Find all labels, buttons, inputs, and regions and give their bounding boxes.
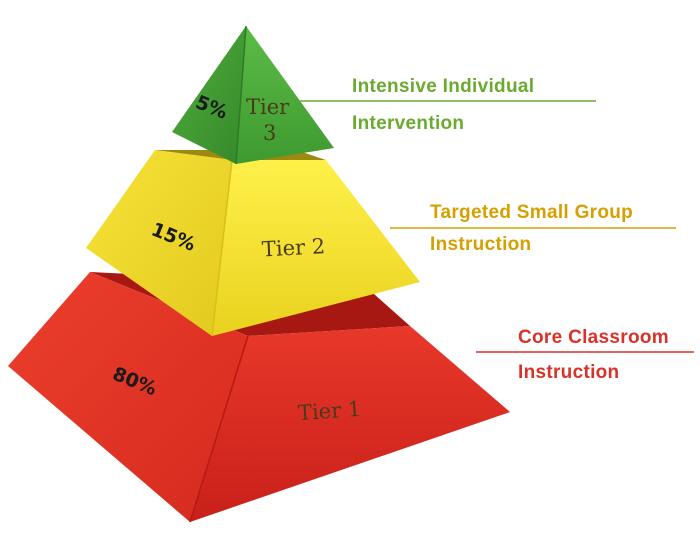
tier3-label-line2: 3 (263, 121, 276, 145)
tier2-label: Tier 2 (261, 234, 325, 261)
tier3-description-line1: Intensive Individual (352, 76, 534, 97)
tier2-front-face (212, 160, 420, 336)
tier1-description-line2: Instruction (518, 362, 619, 383)
tier3-label-line1: Tier (246, 95, 290, 119)
tier1-front-face (190, 326, 510, 522)
tier2-description-line1: Targeted Small Group (430, 202, 633, 223)
tier3-description-line2: Intervention (352, 113, 464, 134)
tier1-left-face (8, 272, 248, 522)
tier1-description-line1: Core Classroom (518, 327, 669, 348)
tier3-block: 5% Tier 3 (172, 25, 334, 165)
tier2-callout: Targeted Small Group Instruction (390, 202, 676, 255)
tier1-callout: Core Classroom Instruction (476, 327, 694, 383)
tier1-label: Tier 1 (297, 397, 362, 425)
tier3-left-face (172, 26, 246, 164)
tier3-front-face (236, 26, 334, 164)
tier2-description-line2: Instruction (430, 234, 531, 255)
tier2-left-face (86, 150, 232, 336)
tier3-callout: Intensive Individual Intervention (300, 76, 596, 134)
